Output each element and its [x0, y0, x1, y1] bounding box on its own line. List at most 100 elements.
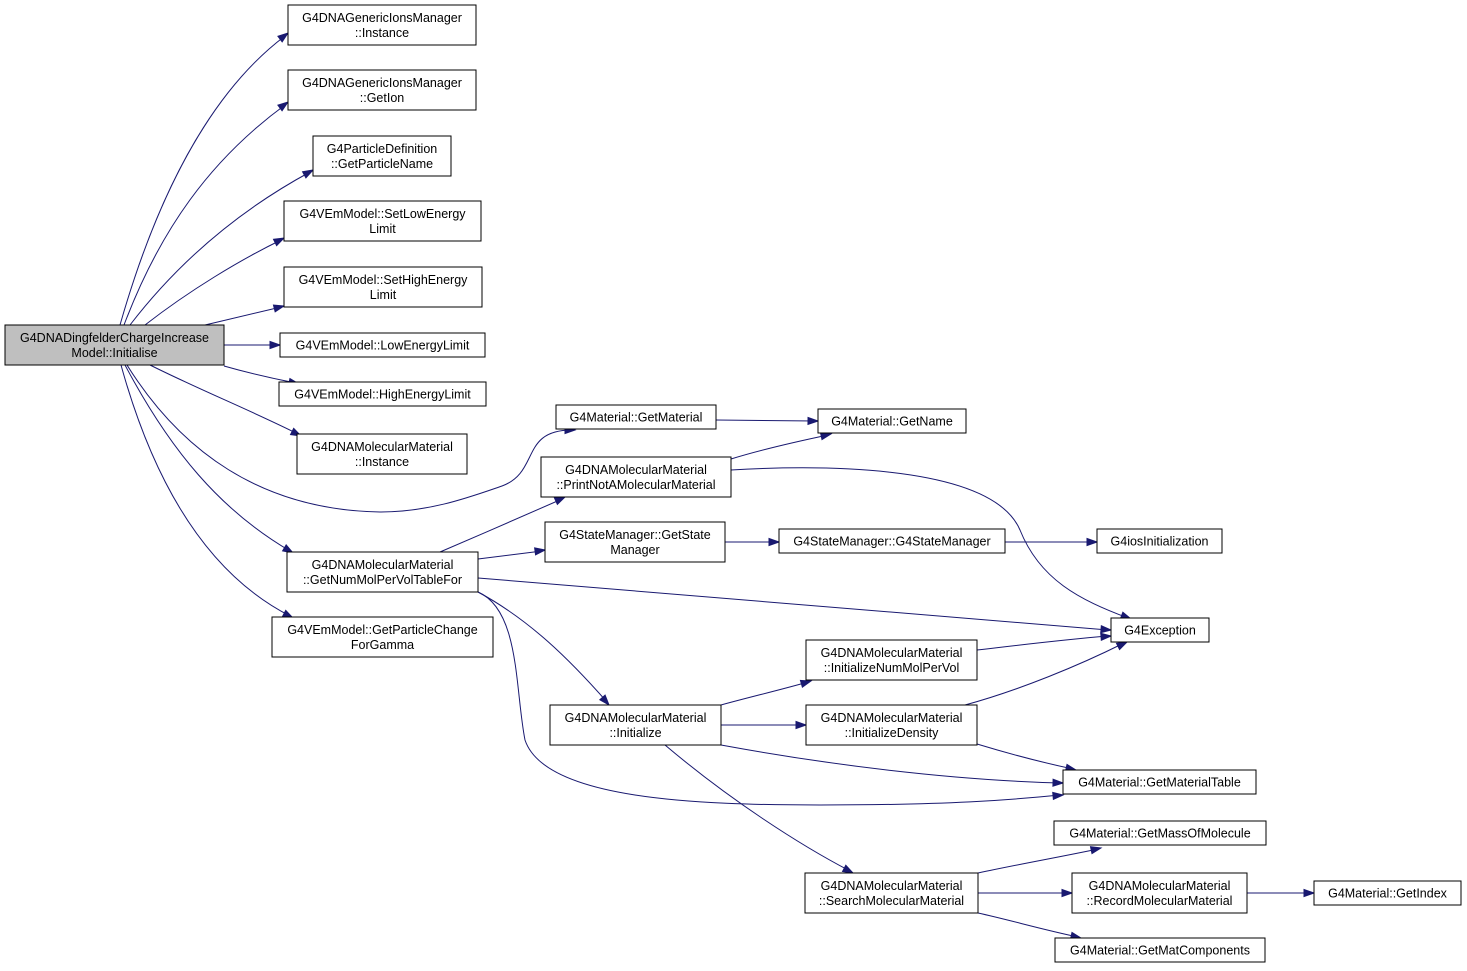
node-label-line: ::Instance [355, 455, 409, 469]
node-label-line: G4Material::GetMassOfMolecule [1069, 827, 1250, 841]
edge-n23-to-n22 [977, 846, 1103, 874]
edge-line [124, 364, 291, 552]
edge-line [144, 239, 282, 326]
function-node[interactable]: G4ParticleDefinition::GetParticleName [312, 135, 452, 177]
node-label-line: G4Material::GetMaterialTable [1078, 776, 1241, 790]
function-node[interactable]: G4DNAGenericIonsManager::GetIon [287, 69, 477, 111]
function-node[interactable]: G4VEmModel::LowEnergyLimit [279, 332, 486, 358]
edge-arrowhead [1100, 624, 1113, 634]
node-label-line: G4iosInitialization [1111, 535, 1209, 549]
function-node[interactable]: G4Material::GetName [817, 408, 967, 434]
edge-root-to-n3 [129, 169, 315, 326]
node-label-line: G4Material::GetMatComponents [1070, 944, 1250, 958]
node-label-line: G4DNAMolecularMaterial [821, 879, 963, 893]
edge-n19-to-n20 [721, 720, 808, 730]
edge-line [477, 591, 1061, 806]
function-node[interactable]: G4Exception [1110, 617, 1210, 643]
edge-n23-to-n26 [977, 912, 1083, 940]
node-label-line: G4VEmModel::SetLowEnergy [299, 207, 466, 221]
edge-arrowhead [269, 340, 282, 350]
edge-n13-to-n17 [730, 467, 1133, 620]
function-node[interactable]: G4DNAMolecularMaterial::Initialize [549, 704, 722, 746]
function-node[interactable]: G4Material::GetIndex [1313, 880, 1462, 906]
node-label-line: ::InitializeNumMolPerVol [824, 661, 959, 675]
node-label-line: G4VEmModel::LowEnergyLimit [296, 339, 470, 353]
node-box [804, 872, 979, 914]
root-function-node[interactable]: G4DNADingfelderChargeIncreaseModel::Init… [4, 324, 225, 366]
edge-n19-to-n18 [720, 679, 813, 706]
edge-line [976, 635, 1109, 651]
function-node[interactable]: G4DNAMolecularMaterial::InitializeDensit… [805, 704, 978, 746]
edge-n9-to-n17 [477, 577, 1113, 634]
function-node[interactable]: G4DNAGenericIonsManager::Instance [287, 4, 477, 46]
edge-arrowhead [795, 720, 808, 730]
node-box [4, 324, 225, 366]
edge-arrowhead [1086, 537, 1099, 547]
function-node[interactable]: G4VEmModel::HighEnergyLimit [278, 381, 487, 407]
node-box [805, 704, 978, 746]
edge-root-to-n8 [149, 364, 303, 437]
node-label-line: G4DNAMolecularMaterial [565, 711, 707, 725]
edge-line [223, 365, 297, 384]
node-label-line: G4DNAMolecularMaterial [565, 463, 707, 477]
edge-line [439, 498, 563, 553]
function-node[interactable]: G4StateManager::G4StateManager [778, 528, 1006, 554]
node-box [549, 704, 722, 746]
node-label-line: ForGamma [351, 638, 414, 652]
node-label-line: Limit [369, 222, 396, 236]
edge-n9-to-n14 [477, 547, 547, 560]
node-box [555, 404, 717, 430]
function-node[interactable]: G4DNAMolecularMaterial::Instance [296, 433, 468, 475]
edge-arrowhead [553, 496, 567, 506]
function-node[interactable]: G4DNAMolecularMaterial::GetNumMolPerVolT… [286, 551, 479, 593]
node-label-line: ::PrintNotAMolecularMaterial [556, 478, 715, 492]
edge-line [664, 744, 851, 872]
function-node[interactable]: G4DNAMolecularMaterial::SearchMolecularM… [804, 872, 979, 914]
node-label-line: ::SearchMolecularMaterial [819, 894, 964, 908]
function-node[interactable]: G4Material::GetMassOfMolecule [1053, 820, 1267, 846]
node-box [1054, 937, 1266, 963]
function-node[interactable]: G4DNAMolecularMaterial::PrintNotAMolecul… [540, 456, 732, 498]
edge-line [720, 744, 1061, 784]
node-box [540, 456, 732, 498]
function-node[interactable]: G4DNAMolecularMaterial::RecordMolecularM… [1071, 872, 1248, 914]
node-box [287, 4, 477, 46]
edge-root-to-n1 [119, 32, 290, 326]
function-node[interactable]: G4Material::GetMaterialTable [1062, 769, 1257, 795]
edge-arrowhead [841, 864, 855, 874]
node-box [283, 200, 482, 242]
node-label-line: Manager [610, 543, 659, 557]
edge-line [126, 364, 573, 513]
edge-arrowhead [768, 537, 781, 547]
node-box [778, 528, 1006, 554]
edge-arrowhead [1089, 846, 1103, 855]
node-box [1096, 528, 1223, 554]
function-node[interactable]: G4DNAMolecularMaterial::InitializeNumMol… [805, 639, 978, 681]
node-label-line: G4DNAMolecularMaterial [311, 440, 453, 454]
edge-arrowhead [598, 694, 610, 707]
edge-n11-to-n12 [715, 416, 820, 426]
node-label-line: ::GetParticleName [331, 157, 433, 171]
edge-line [119, 35, 286, 326]
node-label-line: G4VEmModel::HighEnergyLimit [294, 388, 471, 402]
node-box [283, 266, 483, 308]
edge-line [120, 364, 291, 617]
node-box [296, 433, 468, 475]
edge-line [730, 434, 829, 460]
function-node[interactable]: G4Material::GetMatComponents [1054, 937, 1266, 963]
node-label-line: ::RecordMolecularMaterial [1087, 894, 1233, 908]
edge-arrowhead [277, 101, 290, 112]
edge-arrowhead [277, 32, 290, 43]
edge-arrowhead [1100, 632, 1113, 642]
edge-arrowhead [272, 237, 286, 247]
edge-line [477, 577, 1109, 631]
node-label-line: G4DNAMolecularMaterial [312, 558, 454, 572]
edge-arrowhead [1115, 641, 1129, 651]
function-node[interactable]: G4iosInitialization [1096, 528, 1223, 554]
function-node[interactable]: G4Material::GetMaterial [555, 404, 717, 430]
edge-arrowhead [534, 547, 547, 556]
